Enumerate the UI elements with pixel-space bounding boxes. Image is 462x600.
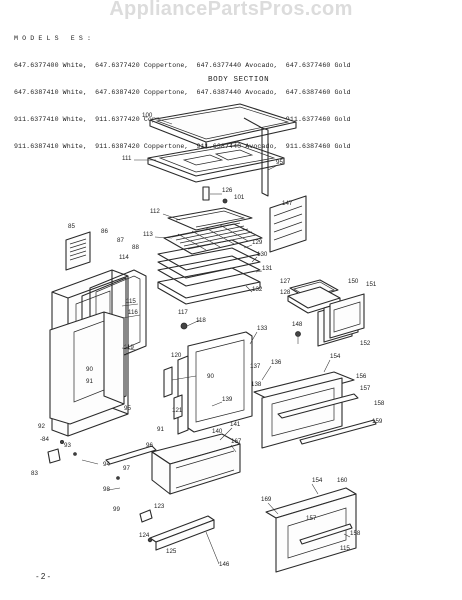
part-callout-157: 157: [306, 515, 317, 522]
watermark: AppliancePartsPros.com: [109, 0, 353, 20]
part-callout-140: 140: [212, 428, 223, 435]
drip-tray-stack: [317, 293, 365, 347]
part-callout-95: 95: [124, 405, 131, 412]
hardware-parts: [47, 439, 153, 523]
drawer-rail: [105, 445, 157, 465]
part-callout-167: 167: [231, 438, 242, 445]
part-callout-148: 148: [292, 321, 303, 328]
part-callout-128: 128: [280, 289, 291, 296]
part-callout-146: 146: [219, 561, 230, 568]
part-callout-160: 160: [337, 477, 348, 484]
part-callout-88: 88: [132, 244, 139, 251]
part-callout-113: 113: [143, 231, 153, 238]
oven-door: [253, 371, 377, 449]
part-callout-86: 86: [101, 228, 108, 235]
part-callout-147: 147: [282, 200, 293, 207]
oven-rack: [163, 222, 263, 255]
part-callout-154: 154: [312, 477, 323, 484]
part-callout-131: 131: [262, 265, 273, 272]
part-callout-90: 90: [207, 373, 214, 380]
part-callout-111: 111: [122, 155, 132, 162]
part-callout-121: 121: [172, 407, 183, 414]
part-callout-98: 98: [103, 486, 110, 493]
part-callout-139: 139: [222, 396, 233, 403]
vent-panel: [269, 195, 307, 253]
part-callout-83: 83: [31, 470, 38, 477]
part-callout-120: 120: [171, 352, 182, 359]
models-header-line: 647.6387410 White, 647.6387420 Copperton…: [14, 89, 351, 96]
door-hinge: [163, 366, 197, 420]
part-callout-123: 123: [154, 503, 165, 510]
leader-lines: [121, 117, 351, 565]
part-callout-132: 132: [252, 286, 263, 293]
upper-element: [167, 207, 253, 231]
part-callout-85: 85: [68, 223, 75, 230]
small-knob: [295, 331, 301, 344]
section-title: BODY SECTION: [208, 76, 270, 84]
kick-panel: [147, 515, 215, 551]
page-number: - 2 -: [36, 572, 51, 581]
top-frame: [147, 141, 285, 183]
part-callout-94: 94: [103, 461, 110, 468]
part-callout-137: 137: [250, 363, 261, 370]
oven-door-frame: [177, 331, 253, 435]
part-callout-136: 136: [271, 359, 282, 366]
models-header-line: 647.6377400 White, 647.6377420 Copperton…: [14, 62, 351, 69]
part-callout-141: 141: [230, 421, 241, 428]
part-callout-84: -84: [40, 436, 50, 443]
part-callout-116: 116: [128, 309, 138, 316]
broiler-door: [265, 487, 357, 573]
part-callout-156: 156: [356, 373, 367, 380]
part-callout-130: 130: [257, 251, 268, 258]
part-callout-133: 133: [257, 325, 268, 332]
part-callout-91: 91: [86, 378, 93, 385]
side-rail: [243, 117, 269, 197]
oven-liner-stack: [157, 239, 261, 305]
part-callout-87: 87: [117, 237, 124, 244]
part-callout-138: 138: [251, 381, 262, 388]
part-callout-125: 125: [166, 548, 177, 555]
part-callout-158: 158: [350, 530, 361, 537]
part-callout-93: 93: [64, 442, 71, 449]
part-callout-127: 127: [280, 278, 291, 285]
part-callout-151: 151: [366, 281, 377, 288]
part-callout-117: 117: [178, 309, 188, 316]
models-header-line: 911.6387410 White, 911.6387420 Copperton…: [14, 143, 351, 150]
thermostat-knob: [180, 319, 201, 330]
part-callout-152: 152: [360, 340, 371, 347]
part-callout-95: 95: [276, 159, 283, 166]
part-callout-126: 126: [222, 187, 233, 194]
part-callout-112: 112: [150, 208, 160, 215]
part-callout-91: 91: [157, 426, 164, 433]
part-callout-114: 114: [119, 254, 129, 261]
storage-drawer: [151, 433, 241, 495]
part-callout-124: 124: [139, 532, 150, 539]
part-callout-101: 101: [234, 194, 245, 201]
back-panel: [65, 231, 91, 271]
part-callout-100: 100: [142, 112, 153, 119]
part-callout-158: 158: [374, 400, 385, 407]
element-post: [202, 186, 228, 204]
part-callout-118: 118: [196, 317, 206, 324]
part-callout-169: 169: [261, 496, 272, 503]
part-callout-119: 119: [124, 344, 134, 351]
part-callout-115: 115: [340, 545, 350, 552]
part-callout-96: 96: [146, 442, 153, 449]
models-header-line: M O D E L S E S :: [14, 35, 92, 42]
part-callout-115: 115: [126, 298, 136, 305]
part-callout-157: 157: [360, 385, 371, 392]
part-callout-99: 99: [113, 506, 120, 513]
part-callout-150: 150: [348, 278, 359, 285]
part-callout-129: 129: [252, 239, 263, 246]
side-panel: [49, 311, 125, 425]
part-callout-92: 92: [38, 423, 45, 430]
part-callout-154: 154: [330, 353, 341, 360]
part-callout-159: 159: [372, 418, 383, 425]
cooktop-panel: [149, 103, 297, 149]
part-callout-97: 97: [123, 465, 130, 472]
part-callout-90: 90: [86, 366, 93, 373]
